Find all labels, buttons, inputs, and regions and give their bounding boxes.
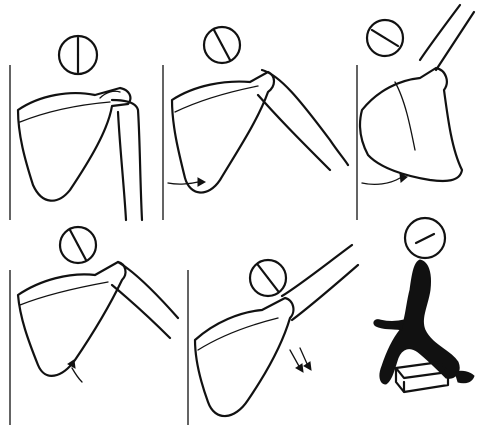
scapula-outline xyxy=(18,262,125,376)
scapula-outline xyxy=(360,68,462,181)
clock-icon xyxy=(367,20,403,56)
humerus-shaft xyxy=(112,262,178,338)
panel-2 xyxy=(163,27,348,220)
clock-icon xyxy=(60,227,96,263)
clock-icon xyxy=(250,260,286,296)
scapular-spine xyxy=(395,82,415,150)
clock-icon xyxy=(204,27,240,63)
panel-5 xyxy=(188,245,358,425)
humerus-shaft xyxy=(258,70,348,170)
scapula-outline xyxy=(195,298,293,416)
scapular-spine xyxy=(20,102,110,122)
scapula-outline xyxy=(172,72,274,193)
patient-foot xyxy=(455,371,474,383)
arrow-line xyxy=(168,182,198,184)
panel-3 xyxy=(357,5,474,220)
clock-icon xyxy=(405,218,445,258)
scapula-outline xyxy=(18,88,130,201)
humerus-shaft xyxy=(420,5,474,70)
panel-1 xyxy=(10,36,142,220)
arrow-head xyxy=(198,178,205,186)
arrow-line xyxy=(362,178,400,184)
arrow-line xyxy=(72,368,82,382)
scapular-spine xyxy=(198,318,278,350)
panel-4 xyxy=(10,227,178,425)
humerus-shaft xyxy=(112,100,142,220)
arrow-head xyxy=(296,362,311,372)
panel-6 xyxy=(374,218,474,392)
scapular-spine xyxy=(175,86,258,112)
patient-arm xyxy=(374,320,404,330)
clock-icon xyxy=(59,36,97,74)
